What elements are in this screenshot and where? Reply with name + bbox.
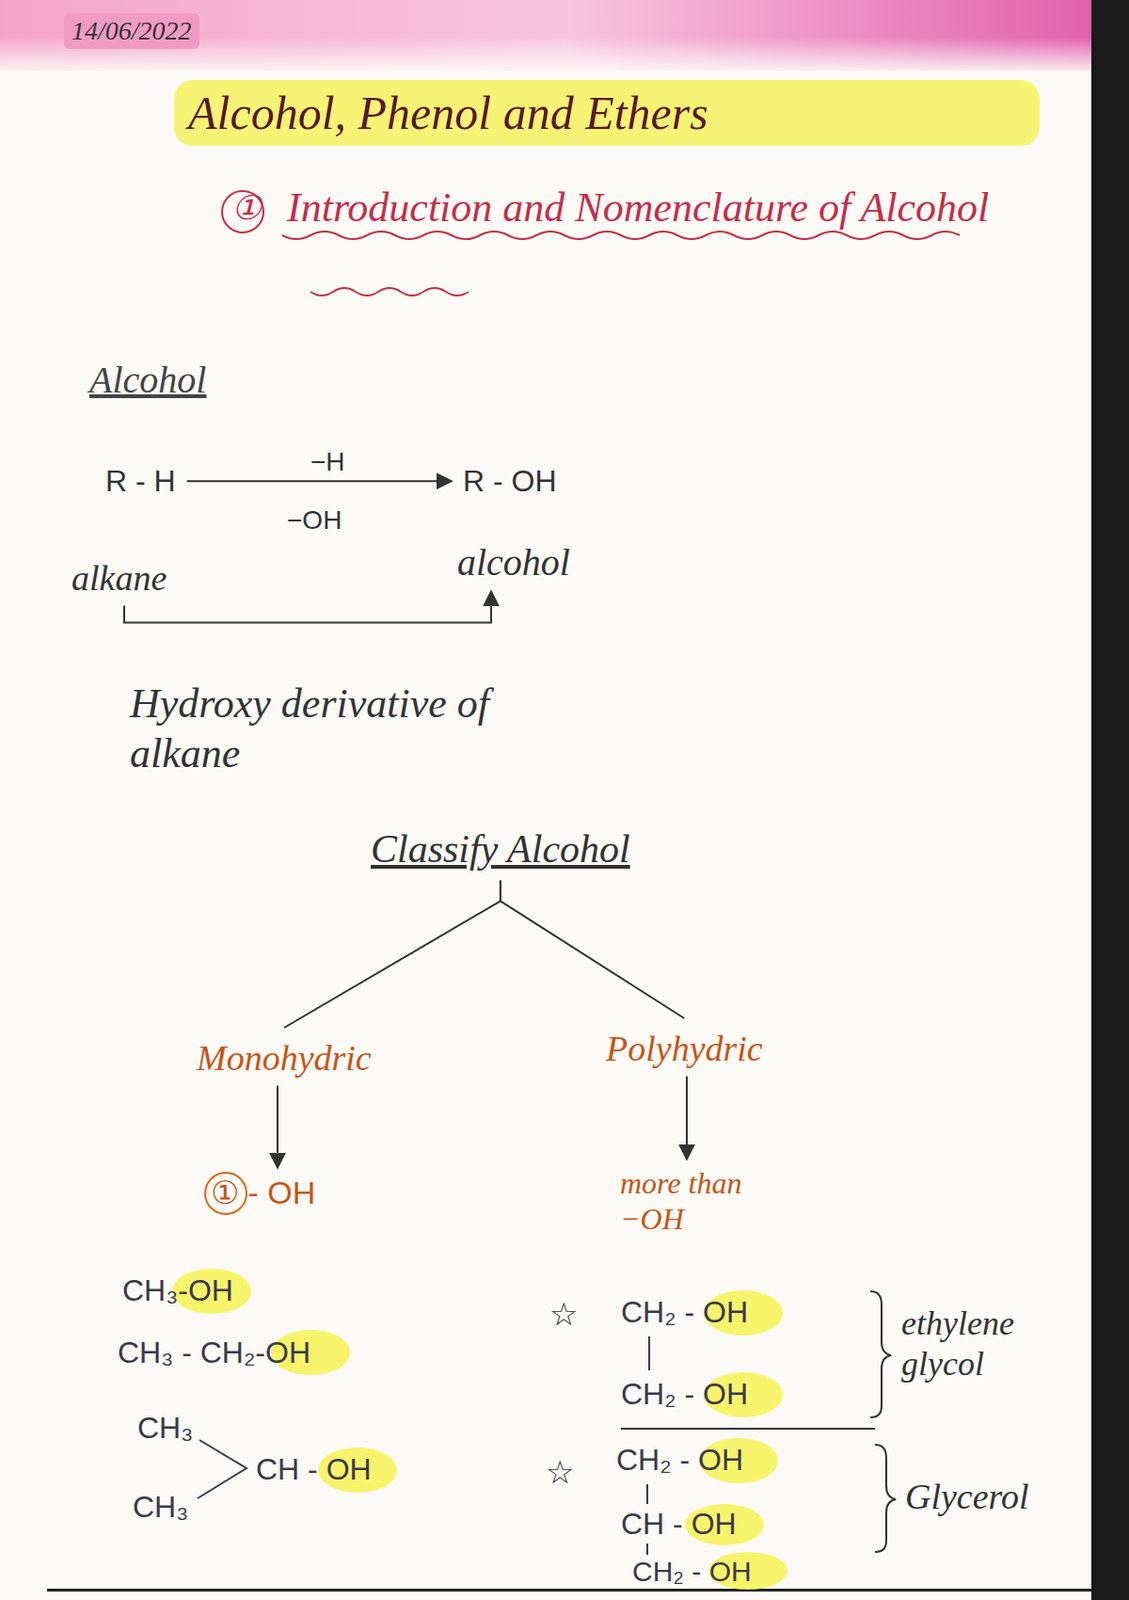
- formula: CH₂ - OH: [620, 1293, 748, 1330]
- text-node: more than −OH: [616, 1162, 794, 1240]
- bond-line: [646, 1542, 649, 1555]
- text-node: R - OH: [459, 461, 561, 501]
- brace: [870, 1290, 891, 1417]
- title-highlight: [174, 79, 1040, 146]
- node-text: Classify Alcohol: [370, 825, 631, 873]
- formula: CH₂ - OH: [632, 1554, 752, 1589]
- formula: CH₂ - OH: [620, 1375, 748, 1412]
- wavy-underline: [282, 231, 960, 239]
- star-mark: ☆: [549, 1294, 578, 1333]
- subheading: Alcohol: [89, 357, 207, 403]
- node-text: R - OH: [462, 462, 557, 499]
- definition-note: Hydroxy derivative of alkane: [129, 679, 573, 780]
- connector: [124, 590, 492, 623]
- formula: CH - OH: [620, 1505, 737, 1542]
- reagent-label: −H: [310, 445, 346, 478]
- text-node: alcohol: [453, 538, 574, 588]
- formula: CH₃-OH: [122, 1272, 234, 1308]
- page-edge: [47, 1588, 1092, 1591]
- separator-line: [620, 1427, 875, 1430]
- formula: CH₃: [132, 1488, 189, 1525]
- formula: CH₃: [137, 1409, 193, 1446]
- compound-name: Glycerol: [905, 1475, 1030, 1519]
- connector: [685, 1076, 688, 1160]
- node-text: more than −OH: [620, 1164, 790, 1238]
- compound-name: ethylene glycol: [901, 1303, 1081, 1384]
- text-node: Polyhydric: [602, 1025, 767, 1073]
- reagent-label: −OH: [286, 504, 342, 537]
- star-mark: ☆: [545, 1452, 574, 1491]
- text-node: ① - OH: [206, 1171, 319, 1214]
- node-text: alkane: [71, 556, 167, 601]
- text-node: alkane: [67, 555, 171, 603]
- connector: [500, 879, 685, 1018]
- date: 14/06/2022: [63, 13, 200, 49]
- formula: CH - OH: [255, 1450, 372, 1487]
- formula: CH₃ - CH₂-OH: [117, 1334, 311, 1370]
- circled-number: ①: [231, 188, 262, 229]
- node-text: R - H: [105, 462, 176, 499]
- brace: [874, 1444, 896, 1552]
- node-text: ① - OH: [210, 1173, 316, 1212]
- connector: [276, 1085, 279, 1168]
- page-title: Alcohol, Phenol and Ethers: [188, 84, 709, 142]
- node-text: alcohol: [457, 540, 571, 586]
- text-node: Classify Alcohol: [366, 823, 635, 875]
- node-text: Polyhydric: [605, 1027, 764, 1071]
- text-node: Monohydric: [192, 1034, 376, 1082]
- page-edge: [1091, 0, 1129, 1600]
- section-heading: Introduction and Nomenclature of Alcohol: [286, 183, 1002, 234]
- bond-line: [648, 1335, 651, 1370]
- node-text: Monohydric: [196, 1036, 372, 1081]
- connector: [284, 879, 501, 1028]
- text-node: R - H: [101, 461, 180, 501]
- wavy-underline: [310, 287, 469, 296]
- branch-bond: [197, 1439, 247, 1498]
- formula: CH₂ - OH: [616, 1441, 744, 1478]
- connector: [187, 479, 452, 482]
- bond-line: [646, 1483, 649, 1504]
